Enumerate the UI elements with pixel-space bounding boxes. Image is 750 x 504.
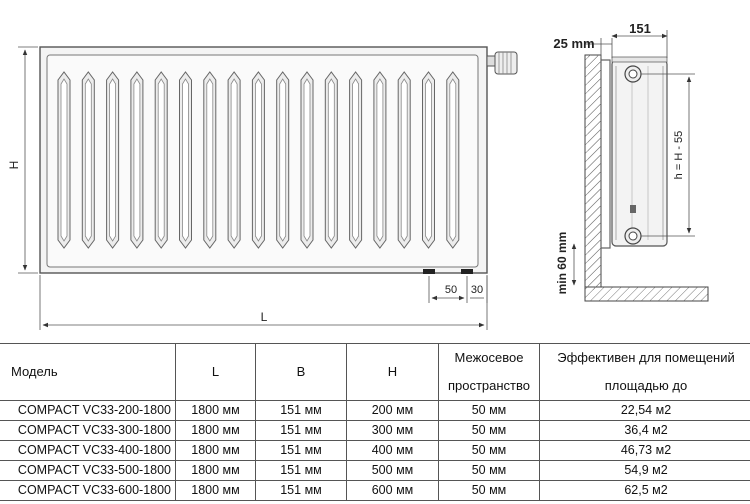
radiator-fin-inner	[376, 78, 384, 242]
cell-axis: 50 мм	[438, 480, 540, 501]
radiator-fin-inner	[400, 78, 408, 242]
header-area: Эффективен для помещений площадью до	[539, 343, 750, 401]
bottom-plug	[630, 205, 636, 213]
radiator-front-view	[39, 46, 518, 274]
connection-dimensions	[428, 276, 488, 303]
radiator-fin-inner	[60, 78, 68, 242]
radiator-fin-inner	[279, 78, 287, 242]
connection-dim-50: 50	[445, 284, 457, 296]
radiator-fin-inner	[425, 78, 432, 242]
cell-length: 1800 мм	[175, 400, 256, 421]
cell-depth: 151 мм	[255, 400, 347, 421]
cell-model: COMPACT VC33-400-1800	[0, 440, 176, 461]
table-row: COMPACT VC33-400-1800 1800 мм 151 мм 400…	[0, 440, 750, 461]
radiator-fin-inner	[109, 78, 116, 242]
radiator-side-view	[584, 54, 709, 302]
cell-model: COMPACT VC33-200-1800	[0, 400, 176, 421]
cell-depth: 151 мм	[255, 420, 347, 441]
cell-height: 600 мм	[346, 480, 439, 501]
table-row: COMPACT VC33-200-1800 1800 мм 151 мм 200…	[0, 400, 750, 421]
spec-table: Модель L B H Межосевое пространство Эффе…	[0, 343, 750, 501]
cell-depth: 151 мм	[255, 480, 347, 501]
header-depth: B	[255, 343, 347, 401]
header-length: L	[175, 343, 256, 401]
radiator-fin-inner	[327, 78, 335, 242]
bottom-connection-left	[423, 269, 435, 274]
wall-bracket	[601, 59, 611, 249]
cell-depth: 151 мм	[255, 440, 347, 461]
cell-axis: 50 мм	[438, 460, 540, 481]
cell-height: 400 мм	[346, 440, 439, 461]
cell-model: COMPACT VC33-600-1800	[0, 480, 176, 501]
cell-axis: 50 мм	[438, 440, 540, 461]
cell-depth: 151 мм	[255, 460, 347, 481]
thermostatic-valve	[486, 51, 518, 75]
radiator-fin-inner	[182, 78, 189, 242]
cell-axis: 50 мм	[438, 400, 540, 421]
cell-length: 1800 мм	[175, 420, 256, 441]
radiator-fin-inner	[157, 78, 165, 242]
floor-clearance-label: min 60 mm	[555, 232, 569, 295]
cell-model: COMPACT VC33-500-1800	[0, 460, 176, 481]
radiator-fin-inner	[230, 78, 238, 242]
table-row: COMPACT VC33-300-1800 1800 мм 151 мм 300…	[0, 420, 750, 441]
axis-distance-label: h = H - 55	[673, 131, 685, 180]
radiator-fin-inner	[133, 78, 141, 242]
cell-length: 1800 мм	[175, 460, 256, 481]
radiator-fin-inner	[303, 78, 311, 242]
cell-area: 36,4 м2	[539, 420, 750, 441]
floor-section	[584, 286, 709, 302]
table-header-row: Модель L B H Межосевое пространство Эффе…	[0, 343, 750, 401]
radiator-fin-inner	[449, 78, 457, 242]
cell-area: 54,9 м2	[539, 460, 750, 481]
cell-axis: 50 мм	[438, 420, 540, 441]
header-model: Модель	[0, 343, 176, 401]
header-area-line2: площадью до	[604, 378, 688, 393]
radiator-fins	[57, 71, 460, 249]
header-axis-line1: Межосевое	[454, 350, 524, 365]
cell-length: 1800 мм	[175, 440, 256, 461]
side-top-dimensions	[585, 30, 668, 58]
axis-dimension	[641, 73, 695, 237]
table-row: COMPACT VC33-500-1800 1800 мм 151 мм 500…	[0, 460, 750, 481]
radiator-fin-inner	[84, 78, 92, 242]
radiator-side-body	[611, 59, 668, 247]
technical-drawing: H L 50 30	[7, 21, 709, 330]
bottom-connection-right	[461, 269, 473, 274]
connection-dim-30: 30	[471, 284, 483, 296]
table-row: COMPACT VC33-600-1800 1800 мм 151 мм 600…	[0, 480, 750, 501]
header-axis-line2: пространство	[447, 378, 531, 393]
cell-model: COMPACT VC33-300-1800	[0, 420, 176, 441]
wall-gap-dimension: 25 mm	[553, 36, 594, 51]
cell-height: 500 мм	[346, 460, 439, 481]
cell-area: 62,5 м2	[539, 480, 750, 501]
length-label: L	[261, 310, 268, 324]
height-dimension	[18, 46, 38, 274]
cell-area: 22,54 м2	[539, 400, 750, 421]
header-height: H	[346, 343, 439, 401]
cell-height: 300 мм	[346, 420, 439, 441]
cell-height: 200 мм	[346, 400, 439, 421]
cell-area: 46,73 м2	[539, 440, 750, 461]
radiator-fin-inner	[206, 78, 214, 242]
height-label: H	[7, 161, 21, 170]
radiator-fin-inner	[255, 78, 262, 242]
depth-dimension: 151	[629, 21, 651, 36]
radiator-fin-inner	[352, 78, 359, 242]
cell-length: 1800 мм	[175, 480, 256, 501]
header-area-line1: Эффективен для помещений	[557, 350, 735, 365]
header-axis: Межосевое пространство	[438, 343, 540, 401]
